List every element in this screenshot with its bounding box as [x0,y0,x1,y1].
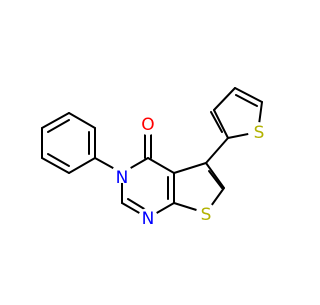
oxygen-atom-label: O [141,115,154,135]
atom-label-group: O N N S S [112,115,268,229]
bond [208,170,223,189]
structure-canvas: O N N S S [41,87,268,229]
bond [213,109,229,139]
sulfur-atom-label: S [254,123,265,143]
bond [41,112,70,129]
bond [235,94,258,107]
bond [47,153,70,167]
bond [47,119,70,133]
bond [127,198,147,211]
bond [41,157,70,174]
bond [205,137,229,164]
bond [205,162,225,189]
bond [210,111,223,133]
bond [68,112,96,129]
bond [213,87,236,111]
molecule-structure: O N N S S [41,87,268,229]
nitrogen-atom-label: N [142,209,155,229]
nitrogen-atom-label: N [116,168,129,188]
sulfur-atom-label: S [201,205,212,225]
bond [68,157,96,174]
bond [147,157,175,174]
bond [234,87,263,103]
bond [173,162,207,174]
bond-group [41,87,263,219]
